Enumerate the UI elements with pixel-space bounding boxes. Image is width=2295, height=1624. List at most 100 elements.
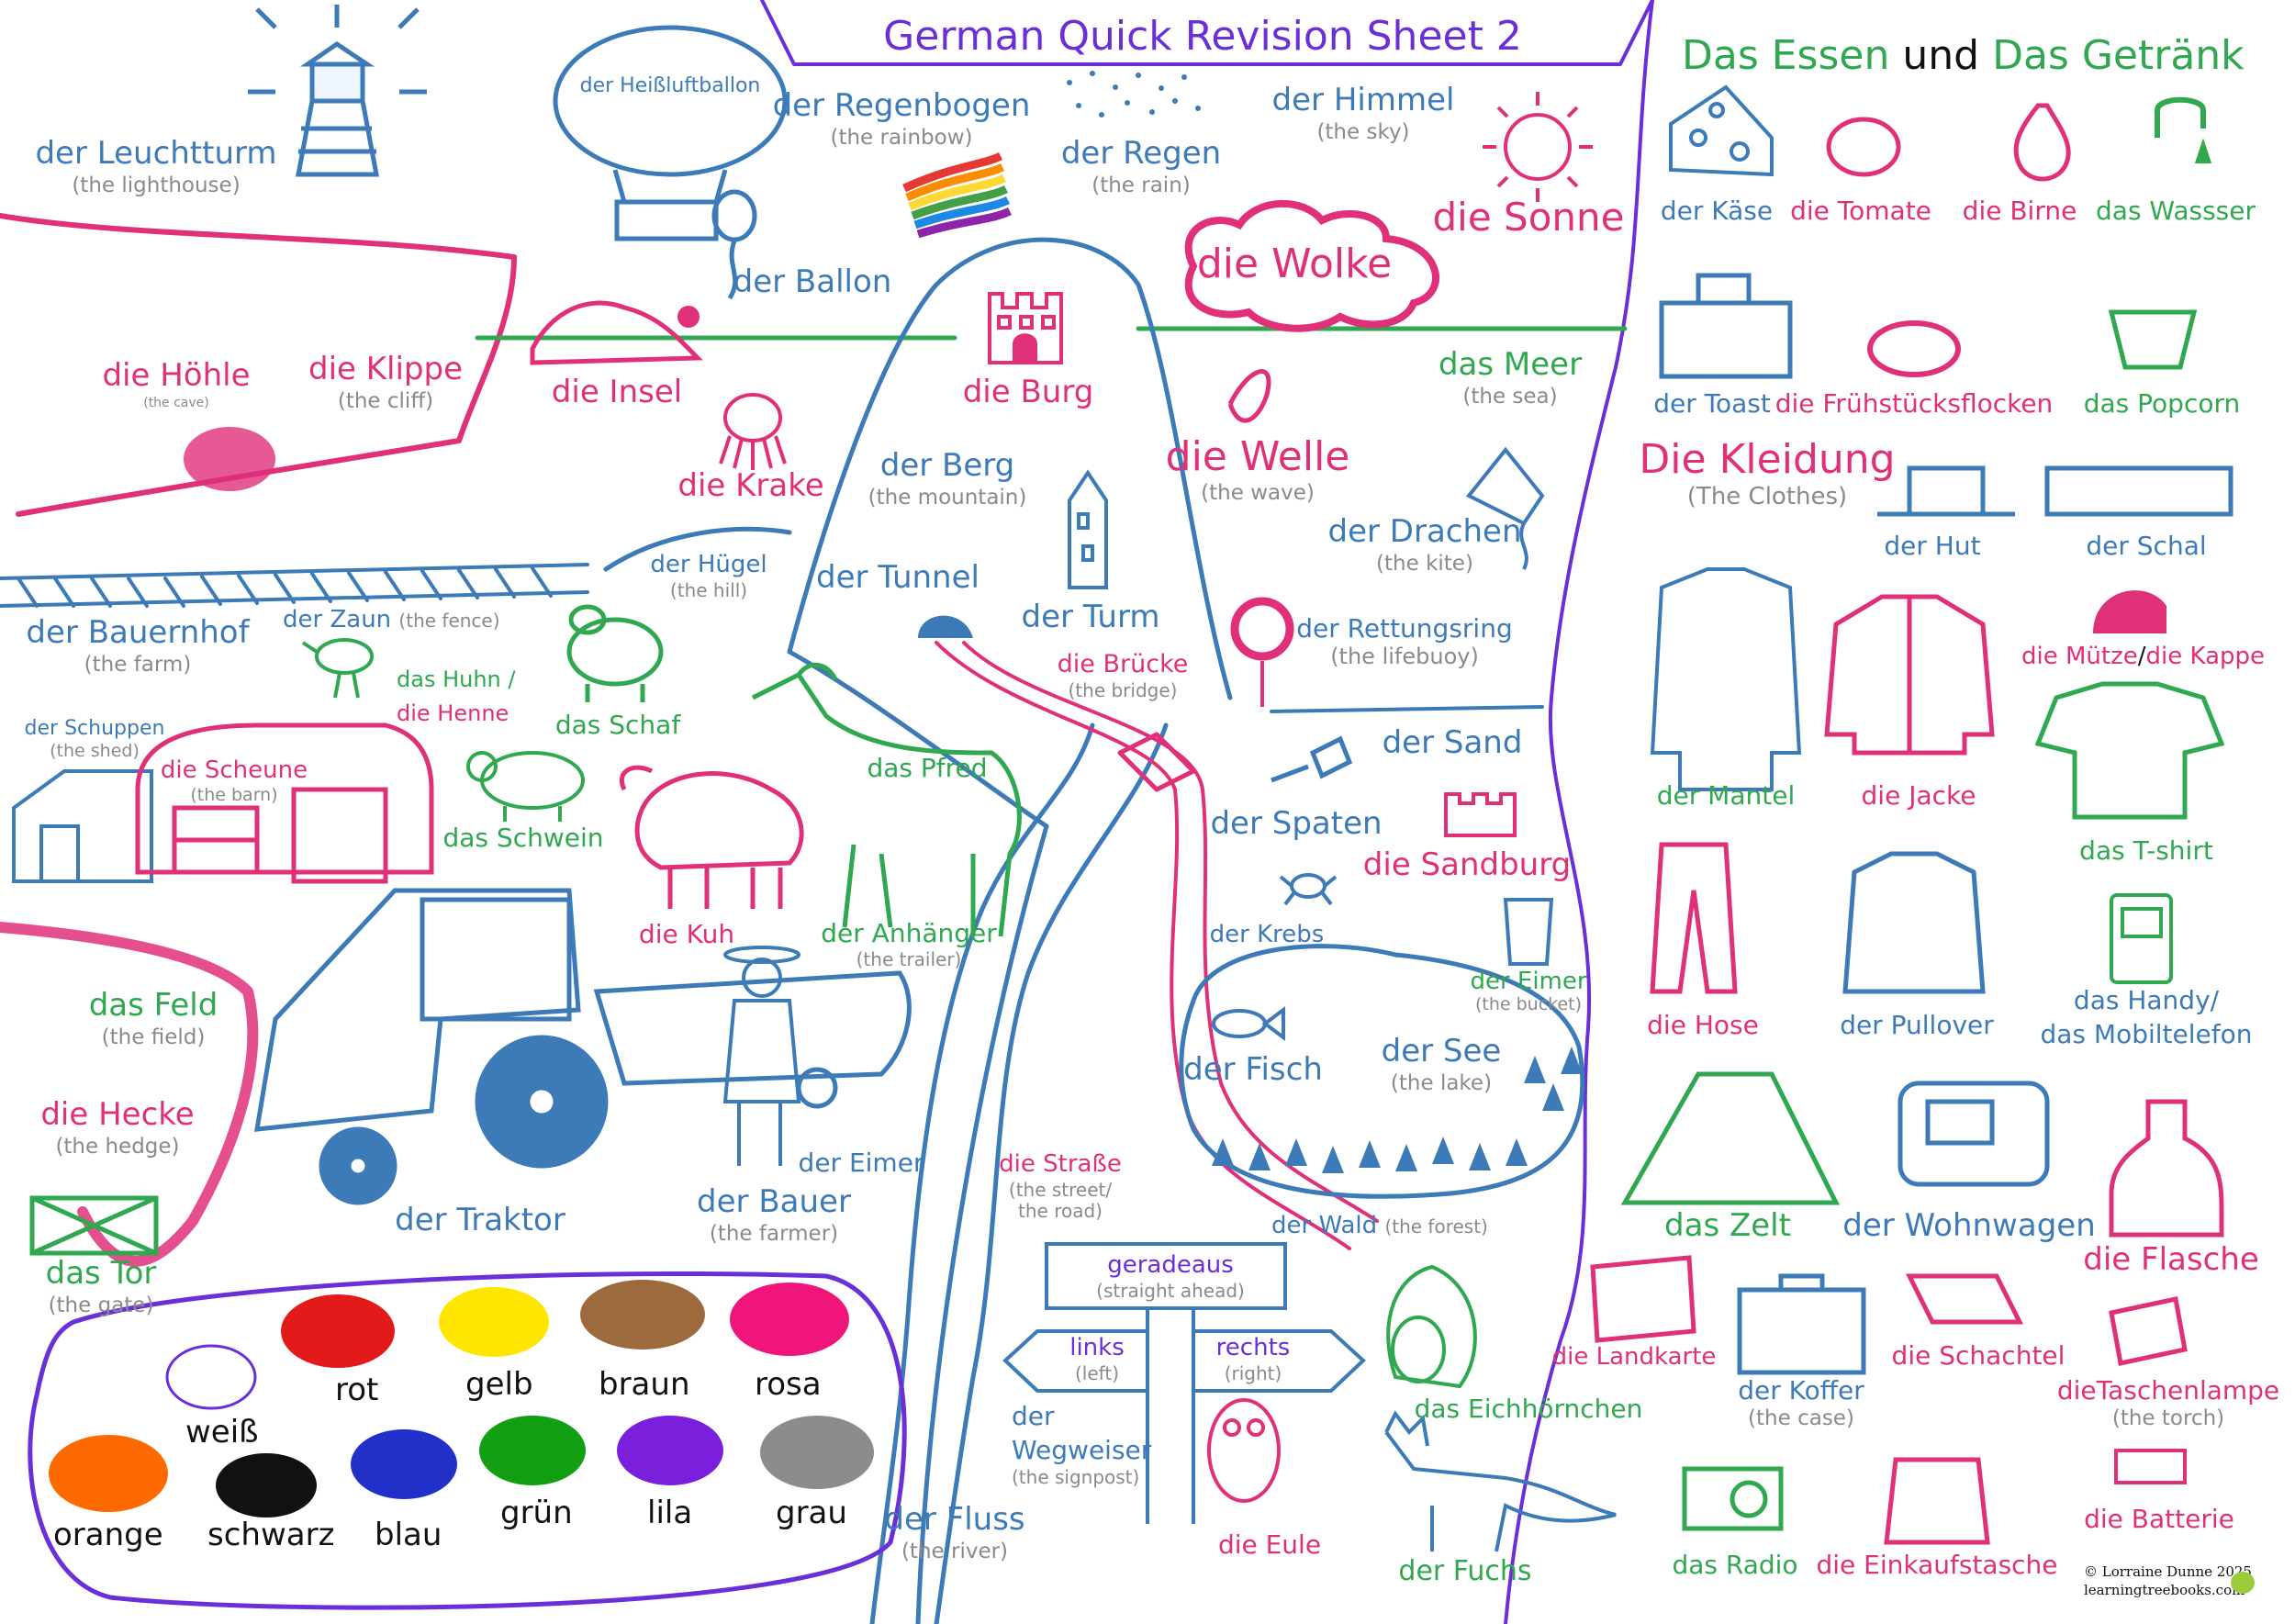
radio-picture — [1682, 1466, 1784, 1531]
tent-picture — [1620, 1071, 1841, 1205]
label-bauernhof: der Bauernhof(the farm) — [26, 614, 250, 677]
label-burg: die Burg — [962, 374, 1094, 410]
signpost-picture — [1002, 1242, 1366, 1524]
obj-landkarte: die Landkarte — [1551, 1343, 1717, 1371]
bucket-picture — [1503, 898, 1554, 966]
clothes-jacke: die Jacke — [1861, 780, 1976, 811]
label-tor: das Tor(the gate) — [45, 1255, 157, 1317]
obj-wohnwagen: der Wohnwagen — [1842, 1207, 2096, 1244]
shed-picture — [12, 769, 153, 883]
rain-picture — [1067, 71, 1201, 118]
label-schaf: das Schaf — [554, 710, 681, 740]
tap-picture — [2155, 96, 2212, 163]
label-ballon: der Ballon — [733, 263, 892, 300]
chicken-picture — [301, 638, 374, 699]
colour-schwarz: schwarz — [207, 1517, 335, 1553]
beach — [1270, 705, 1544, 713]
squirrel-picture — [1386, 1264, 1477, 1389]
label-turm: der Turm — [1021, 599, 1160, 635]
label-regenbogen: der Regenbogen(the rainbow) — [772, 87, 1031, 150]
crab-picture — [1279, 873, 1338, 906]
label-wald: der Wald (the forest) — [1271, 1212, 1488, 1239]
label-strasse: die Straße(the street/the road) — [999, 1150, 1122, 1223]
clothes-tshirt: das T-shirt — [2079, 835, 2213, 866]
food-birne: die Birne — [1962, 196, 2077, 226]
colour-rot: rot — [335, 1372, 379, 1408]
suitcase-picture — [1737, 1273, 1866, 1375]
clothes-handy: das Handy/das Mobiltelefon — [2040, 985, 2253, 1050]
label-krake: die Krake — [677, 467, 824, 504]
pear-picture — [2013, 103, 2071, 182]
tomato-picture — [1826, 117, 1901, 177]
palette-frame — [28, 1271, 907, 1610]
box-picture — [1905, 1273, 2024, 1325]
lake — [1179, 944, 1585, 1199]
tower-picture — [1068, 469, 1108, 589]
label-bauer: der Bauer(the farmer) — [697, 1183, 851, 1246]
farmer-picture — [722, 946, 801, 1166]
colour-weiss: weiß — [185, 1414, 259, 1450]
cloud-picture — [1184, 199, 1439, 332]
page-title: German Quick Revision Sheet 2 — [883, 13, 1522, 60]
label-rechts: rechts(right) — [1215, 1334, 1291, 1385]
owl-picture — [1207, 1398, 1281, 1503]
cereal-bowl-picture — [1867, 320, 1961, 377]
tshirt-picture — [2034, 681, 2225, 820]
clothes-heading: Die Kleidung(The Clothes) — [1639, 436, 1896, 511]
kite-picture — [1465, 446, 1545, 570]
lifebuoy-picture — [1230, 597, 1294, 707]
label-pfred: das Pfred — [867, 753, 988, 783]
colour-grau: grau — [776, 1495, 847, 1531]
food-toast: der Toast — [1653, 388, 1771, 419]
page-divider — [1504, 0, 1654, 1624]
label-huhn: das Huhn /die Henne — [397, 666, 516, 727]
clothes-hut: der Hut — [1884, 531, 1981, 561]
island-picture — [530, 300, 703, 365]
label-eichhoernchen: das Eichhörnchen — [1414, 1394, 1643, 1424]
cap-picture — [2093, 590, 2166, 633]
pullover-picture — [1842, 851, 1986, 994]
label-eimer-beach: der Eimer(the bucket) — [1470, 968, 1587, 1015]
label-berg: der Berg(the mountain) — [868, 447, 1027, 510]
label-welle: die Welle(the wave) — [1165, 433, 1350, 506]
label-fuchs: der Fuchs — [1398, 1555, 1532, 1587]
pig-picture — [466, 751, 585, 822]
title-banner — [760, 0, 1654, 66]
label-schuppen: der Schuppen(the shed) — [24, 717, 165, 762]
battery-picture — [2114, 1449, 2187, 1484]
gate-picture — [29, 1195, 159, 1256]
label-leuchtturm: der Leuchtturm(the lighthouse) — [35, 135, 277, 197]
bridge — [1117, 732, 1196, 792]
colour-blobs — [49, 1280, 874, 1518]
label-spaten: der Spaten — [1210, 805, 1383, 842]
label-bruecke: die Brücke(the bridge) — [1057, 650, 1189, 702]
clothes-schal: der Schal — [2086, 531, 2207, 561]
fox-picture — [1384, 1410, 1617, 1552]
horizon — [475, 326, 1628, 341]
hot-air-balloon-picture — [553, 25, 788, 241]
colour-blau: blau — [375, 1517, 442, 1553]
rainbow-picture — [902, 151, 1013, 239]
label-eule: die Eule — [1217, 1529, 1322, 1560]
label-links: links(left) — [1069, 1334, 1125, 1385]
hill — [603, 526, 792, 572]
sandcastle-picture — [1444, 792, 1517, 837]
label-heissluftballon: der Heißluftballon — [579, 74, 761, 97]
river-bank — [869, 722, 1095, 1624]
label-hecke: die Hecke(the hedge) — [40, 1096, 195, 1159]
obj-radio: das Radio — [1672, 1550, 1798, 1580]
island-tree — [677, 306, 700, 328]
label-zaun: der Zaun (the fence) — [283, 606, 500, 633]
coat-picture — [1650, 567, 1802, 791]
tractor-picture — [253, 888, 609, 1205]
road — [935, 641, 1351, 1250]
wave-picture — [1227, 369, 1271, 423]
river — [934, 722, 1169, 1624]
obj-flasche: die Flasche — [2083, 1241, 2259, 1278]
label-sand: der Sand — [1382, 724, 1523, 761]
scarf-picture — [2044, 465, 2233, 517]
phone-picture — [2110, 893, 2173, 984]
mountain — [787, 237, 1233, 1624]
